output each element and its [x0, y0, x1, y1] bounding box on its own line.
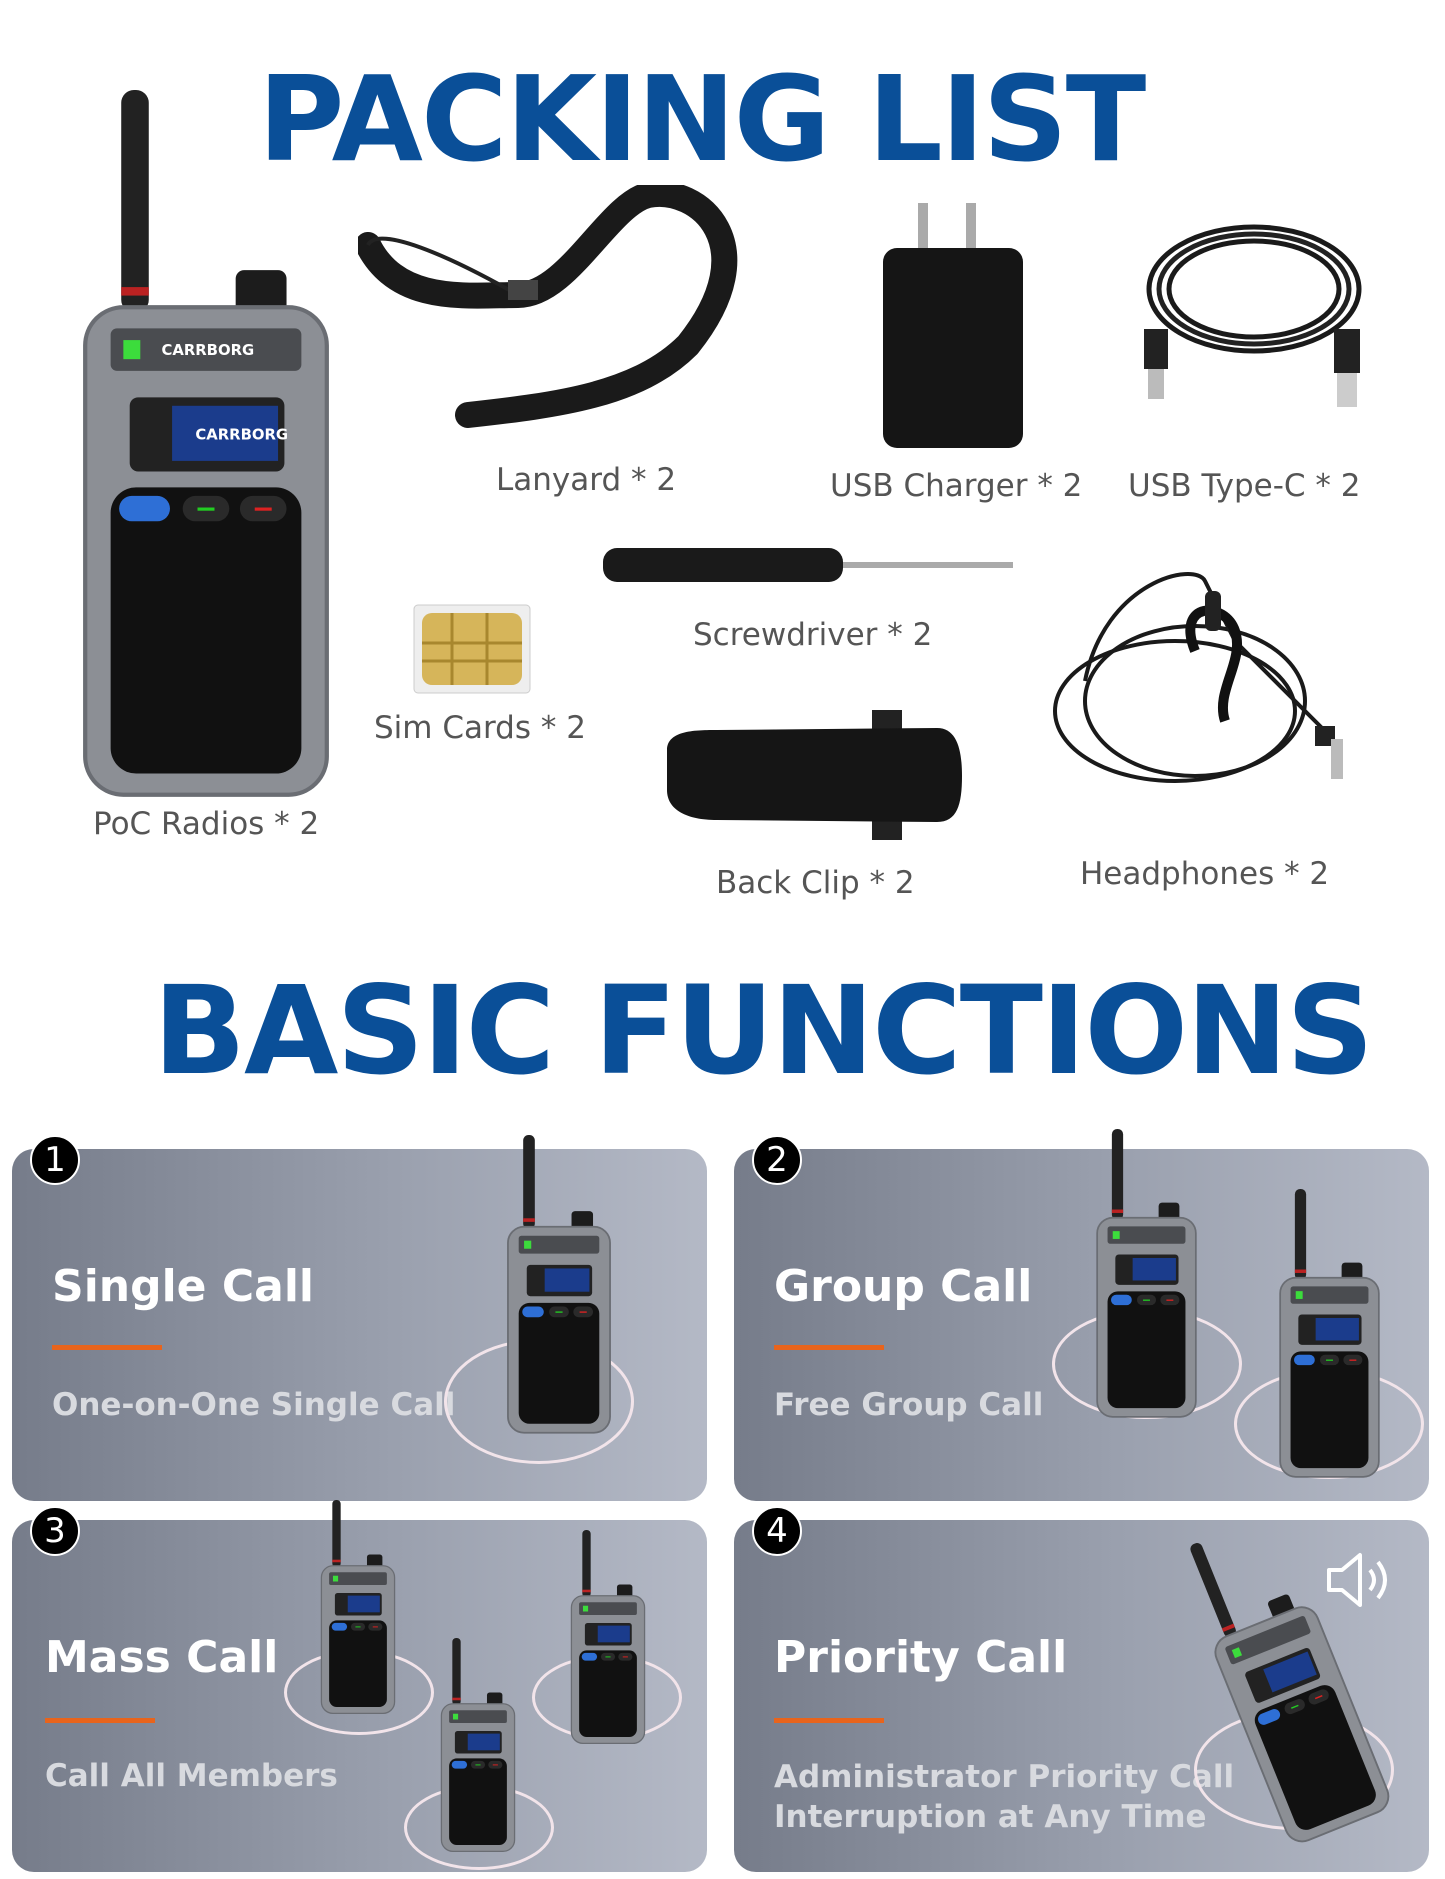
label-usb-type-c: USB Type-C * 2	[1128, 468, 1361, 504]
label-poc-radios: PoC Radios * 2	[93, 806, 320, 842]
accent-divider	[45, 1718, 155, 1723]
svg-text:CARRBORG: CARRBORG	[161, 342, 254, 359]
radio-image	[507, 1135, 611, 1434]
brand-logo: CARRBORG	[195, 427, 288, 444]
step-badge: 3	[30, 1506, 80, 1556]
function-card-mass-call: 3 Mass Call Call All Members	[12, 1500, 707, 1872]
radio-image	[320, 1500, 396, 1715]
card-subtitle-line-2: Interruption at Any Time	[774, 1799, 1207, 1835]
headphones-image	[1053, 572, 1343, 783]
radio-image	[1279, 1189, 1380, 1478]
radio-image	[1096, 1129, 1197, 1418]
card-title: Priority Call	[774, 1632, 1068, 1683]
usb-type-c-cable-image	[1144, 224, 1362, 407]
card-subtitle: Administrator Priority Call	[774, 1759, 1235, 1795]
radio-image	[440, 1638, 516, 1853]
back-clip-image	[667, 710, 962, 840]
accent-divider	[774, 1345, 884, 1350]
accent-divider	[774, 1718, 884, 1723]
label-lanyard: Lanyard * 2	[496, 462, 677, 498]
card-title: Mass Call	[45, 1632, 279, 1683]
card-subtitle: Free Group Call	[774, 1387, 1044, 1423]
accent-divider	[52, 1345, 162, 1350]
card-subtitle: Call All Members	[45, 1758, 338, 1794]
speaker-icon	[1327, 1553, 1387, 1607]
usb-charger-image	[883, 203, 1023, 448]
card-subtitle: One-on-One Single Call	[52, 1387, 456, 1423]
basic-functions-title: BASIC FUNCTIONS	[153, 960, 1374, 1102]
card-title: Group Call	[774, 1261, 1033, 1312]
function-card-group-call: 2 Group Call Free Group Call	[734, 1129, 1429, 1501]
function-card-priority-call: 4 Priority Call Administrator Priority C…	[734, 1506, 1429, 1872]
card-title: Single Call	[52, 1261, 314, 1312]
label-usb-charger: USB Charger * 2	[830, 468, 1083, 504]
label-sim-cards: Sim Cards * 2	[374, 710, 586, 746]
label-back-clip: Back Clip * 2	[716, 865, 915, 901]
step-badge: 2	[752, 1135, 802, 1185]
screwdriver-image	[603, 548, 1013, 582]
lanyard-image	[358, 185, 738, 428]
poc-radio-image: CARRBORG CARRBORG	[60, 90, 352, 800]
radio-image	[570, 1530, 646, 1745]
step-badge: 4	[752, 1506, 802, 1556]
label-screwdriver: Screwdriver * 2	[693, 617, 933, 653]
function-card-single-call: 1 Single Call One-on-One Single Call	[12, 1135, 707, 1501]
step-badge: 1	[30, 1135, 80, 1185]
sim-card-image	[413, 604, 531, 694]
packing-list-title: PACKING LIST	[258, 50, 1146, 188]
label-headphones: Headphones * 2	[1080, 856, 1330, 892]
